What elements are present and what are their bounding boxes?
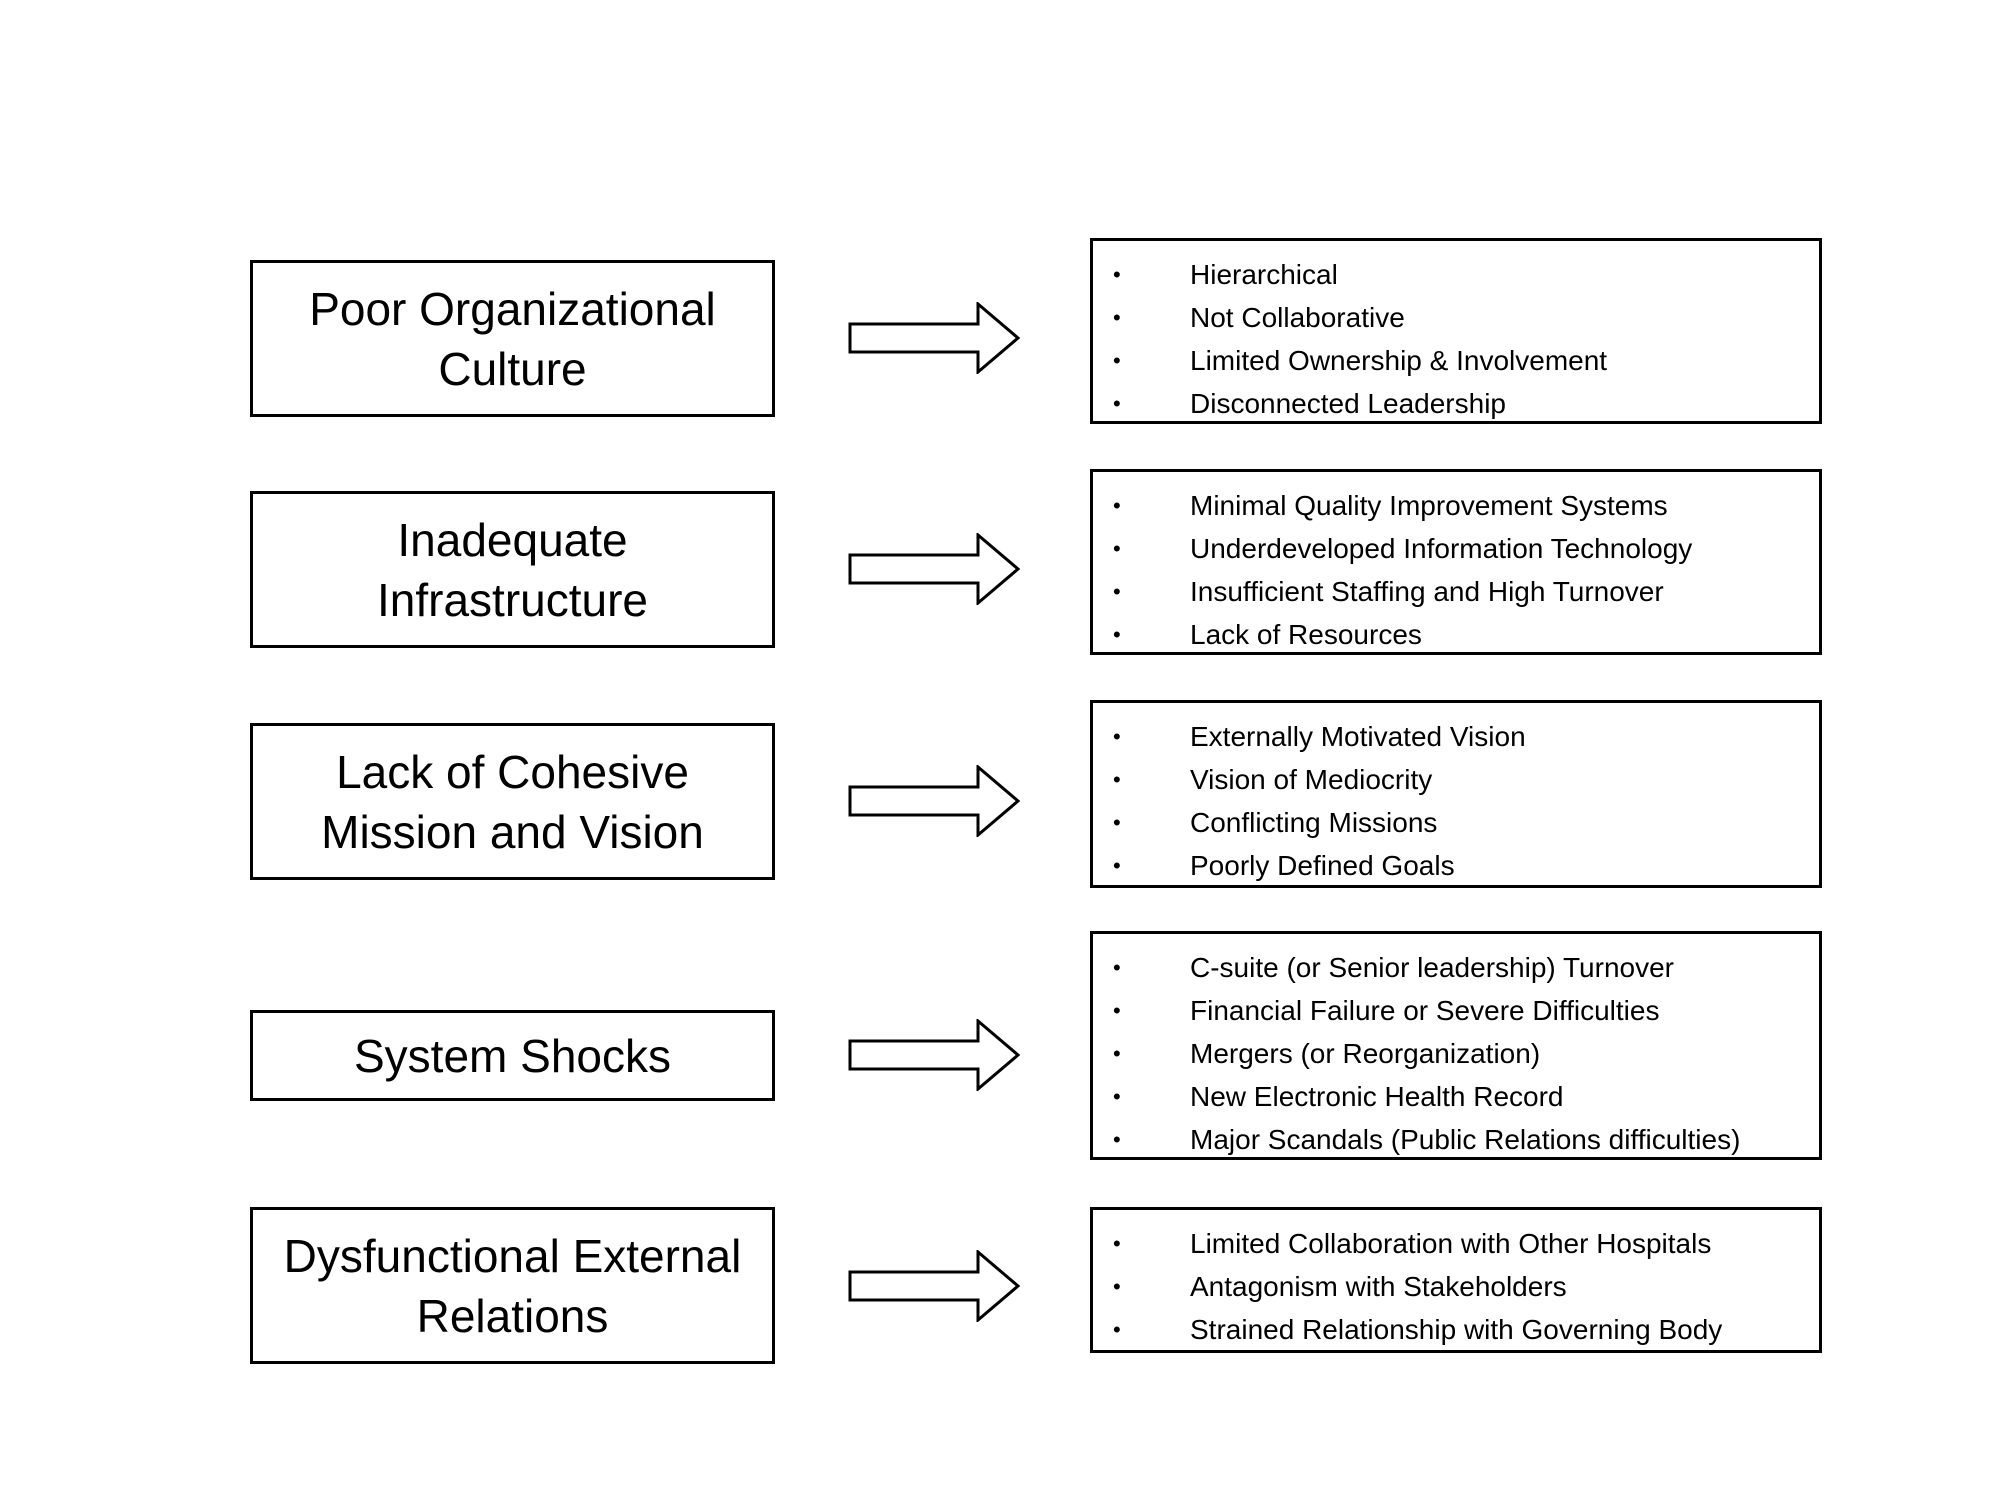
category-label: Poor Organizational Culture — [309, 282, 716, 395]
bullet-icon: • — [1113, 1231, 1121, 1256]
bullet-icon: • — [1113, 579, 1121, 604]
list-item: •Externally Motivated Vision — [1093, 715, 1819, 758]
list-item: •Underdeveloped Information Technology — [1093, 527, 1819, 570]
list-item: •Strained Relationship with Governing Bo… — [1093, 1308, 1819, 1351]
category-box-poor-organizational-culture: Poor Organizational Culture — [250, 260, 775, 417]
list-item: •Major Scandals (Public Relations diffic… — [1093, 1118, 1819, 1161]
list-item: •Limited Ownership & Involvement — [1093, 339, 1819, 382]
bullet-icon: • — [1113, 622, 1121, 647]
list-item: •Financial Failure or Severe Difficultie… — [1093, 989, 1819, 1032]
bullet-icon: • — [1113, 348, 1121, 373]
bullet-icon: • — [1113, 262, 1121, 287]
list-item: •New Electronic Health Record — [1093, 1075, 1819, 1118]
list-item: •Minimal Quality Improvement Systems — [1093, 484, 1819, 527]
bullet-icon: • — [1113, 536, 1121, 561]
bullet-icon: • — [1113, 305, 1121, 330]
category-label: System Shocks — [354, 1029, 671, 1082]
category-box-dysfunctional-external-relations: Dysfunctional External Relations — [250, 1207, 775, 1364]
bullet-icon: • — [1113, 1127, 1121, 1152]
right-arrow-icon — [848, 1019, 1020, 1091]
bullet-icon: • — [1113, 810, 1121, 835]
category-box-mission-and-vision: Lack of Cohesive Mission and Vision — [250, 723, 775, 880]
list-item: •Disconnected Leadership — [1093, 382, 1819, 425]
list-item: •Antagonism with Stakeholders — [1093, 1265, 1819, 1308]
detail-box-inadequate-infrastructure: •Minimal Quality Improvement Systems •Un… — [1090, 469, 1822, 655]
bullet-icon: • — [1113, 1274, 1121, 1299]
category-label: Dysfunctional External Relations — [283, 1229, 742, 1342]
list-item: •C-suite (or Senior leadership) Turnover — [1093, 946, 1819, 989]
bullet-icon: • — [1113, 1317, 1121, 1342]
detail-box-mission-and-vision: •Externally Motivated Vision •Vision of … — [1090, 700, 1822, 888]
category-label: Lack of Cohesive Mission and Vision — [321, 745, 704, 858]
list-item: •Poorly Defined Goals — [1093, 844, 1819, 887]
list-item: •Limited Collaboration with Other Hospit… — [1093, 1222, 1819, 1265]
bullet-icon: • — [1113, 955, 1121, 980]
category-box-inadequate-infrastructure: Inadequate Infrastructure — [250, 491, 775, 648]
right-arrow-icon — [848, 533, 1020, 605]
bullet-icon: • — [1113, 1041, 1121, 1066]
list-item: •Insufficient Staffing and High Turnover — [1093, 570, 1819, 613]
bullet-icon: • — [1113, 853, 1121, 878]
bullet-icon: • — [1113, 1084, 1121, 1109]
right-arrow-icon — [848, 765, 1020, 837]
bullet-icon: • — [1113, 998, 1121, 1023]
category-box-system-shocks: System Shocks — [250, 1010, 775, 1101]
list-item: •Conflicting Missions — [1093, 801, 1819, 844]
bullet-icon: • — [1113, 493, 1121, 518]
list-item: •Not Collaborative — [1093, 296, 1819, 339]
right-arrow-icon — [848, 302, 1020, 374]
list-item: •Lack of Resources — [1093, 613, 1819, 656]
list-item: •Hierarchical — [1093, 253, 1819, 296]
detail-box-poor-organizational-culture: •Hierarchical •Not Collaborative •Limite… — [1090, 238, 1822, 424]
bullet-icon: • — [1113, 724, 1121, 749]
detail-box-dysfunctional-external-relations: •Limited Collaboration with Other Hospit… — [1090, 1207, 1822, 1353]
right-arrow-icon — [848, 1250, 1020, 1322]
list-item: •Vision of Mediocrity — [1093, 758, 1819, 801]
detail-box-system-shocks: •C-suite (or Senior leadership) Turnover… — [1090, 931, 1822, 1160]
bullet-icon: • — [1113, 767, 1121, 792]
category-label: Inadequate Infrastructure — [377, 513, 648, 626]
bullet-icon: • — [1113, 391, 1121, 416]
list-item: •Mergers (or Reorganization) — [1093, 1032, 1819, 1075]
